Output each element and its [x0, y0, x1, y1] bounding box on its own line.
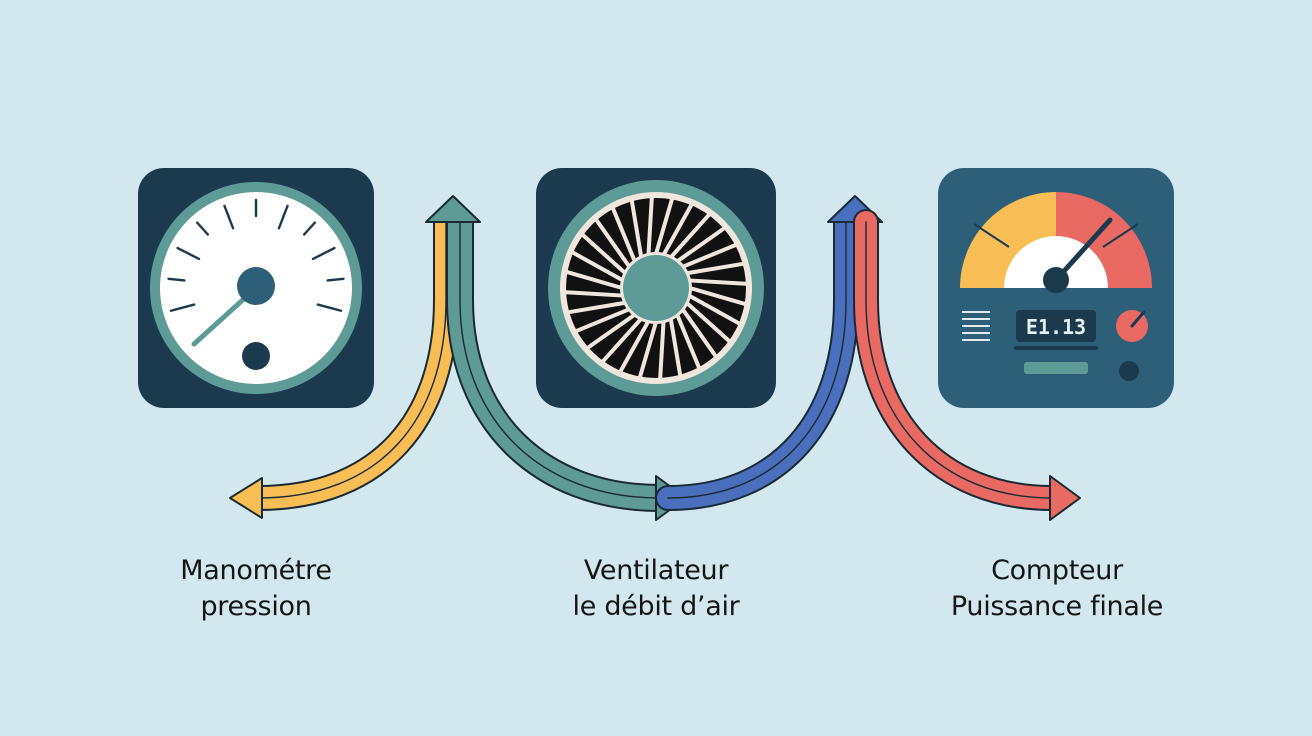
fan-spoke	[668, 318, 683, 378]
blue-arrow	[655, 195, 883, 511]
fan-spoke	[580, 232, 627, 275]
yellow-arrow	[229, 209, 459, 519]
fan-spoke	[688, 293, 742, 326]
label-line-2: le débit d’air	[572, 591, 740, 622]
gauge-tick	[176, 246, 201, 261]
fan-spoke	[680, 308, 719, 359]
gauge-tick	[195, 221, 210, 236]
fan-spoke	[669, 212, 712, 259]
label-line-2: Puissance finale	[950, 591, 1164, 622]
fan-spoke	[610, 206, 637, 263]
label-power-meter: Compteur Puissance finale	[916, 553, 1198, 625]
gauge-tick	[277, 204, 289, 230]
red-arrow	[853, 209, 1081, 521]
label-line-1: Compteur	[991, 555, 1123, 586]
fan-spoke	[658, 321, 666, 381]
meter-bar	[1024, 362, 1088, 374]
power-meter-icon: E1.13	[938, 168, 1174, 408]
fan-spoke	[689, 278, 749, 286]
gauge-tick	[169, 303, 196, 312]
gauge-hub	[237, 267, 275, 305]
fan-spoke	[675, 313, 702, 370]
label-line-2: pression	[200, 591, 312, 622]
fan-spoke	[661, 202, 694, 256]
gauge-tick	[316, 303, 343, 312]
fan-spoke	[685, 301, 732, 344]
pressure-gauge-icon	[138, 168, 374, 408]
fan-spoke	[600, 317, 643, 364]
gauge-tick	[167, 277, 186, 282]
dial-needle	[1053, 217, 1113, 283]
gauge-ticks	[167, 198, 345, 312]
fan-spoke	[681, 242, 738, 269]
fan-spoke	[574, 307, 631, 334]
digital-display	[1016, 310, 1096, 342]
fan-hub	[623, 255, 689, 321]
fan-spoke	[646, 195, 654, 255]
display-value: E1.13	[1026, 315, 1086, 339]
fan-spokes	[563, 195, 749, 381]
meter-button	[1119, 361, 1139, 381]
label-line-1: Ventilateur	[583, 555, 729, 586]
gauge-knob	[242, 342, 270, 370]
fan-spoke	[676, 225, 727, 264]
fan-spoke	[570, 250, 624, 283]
label-pressure-gauge: Manométre pression	[126, 553, 386, 625]
fan-spoke	[689, 286, 748, 307]
gauge-tick	[302, 221, 317, 236]
fan-spoke	[564, 269, 623, 290]
fan-spoke	[563, 290, 623, 298]
fan-icon	[536, 168, 776, 408]
fan-spoke	[593, 217, 632, 268]
label-line-1: Manométre	[180, 555, 332, 586]
fan-spoke	[618, 320, 651, 374]
gauge-tick	[311, 246, 336, 261]
gauge-tick	[326, 277, 345, 282]
fan-spoke	[637, 321, 658, 380]
fan-spoke	[686, 261, 746, 276]
fan-spoke	[629, 198, 644, 258]
fan-spoke	[566, 300, 626, 315]
fan-spoke	[585, 312, 636, 351]
label-fan: Ventilateur le débit d’air	[516, 553, 796, 625]
flow-arrows	[229, 195, 1081, 521]
menu-lines-icon	[962, 311, 990, 341]
fan-spoke	[654, 196, 675, 255]
gauge-tick	[223, 204, 235, 230]
